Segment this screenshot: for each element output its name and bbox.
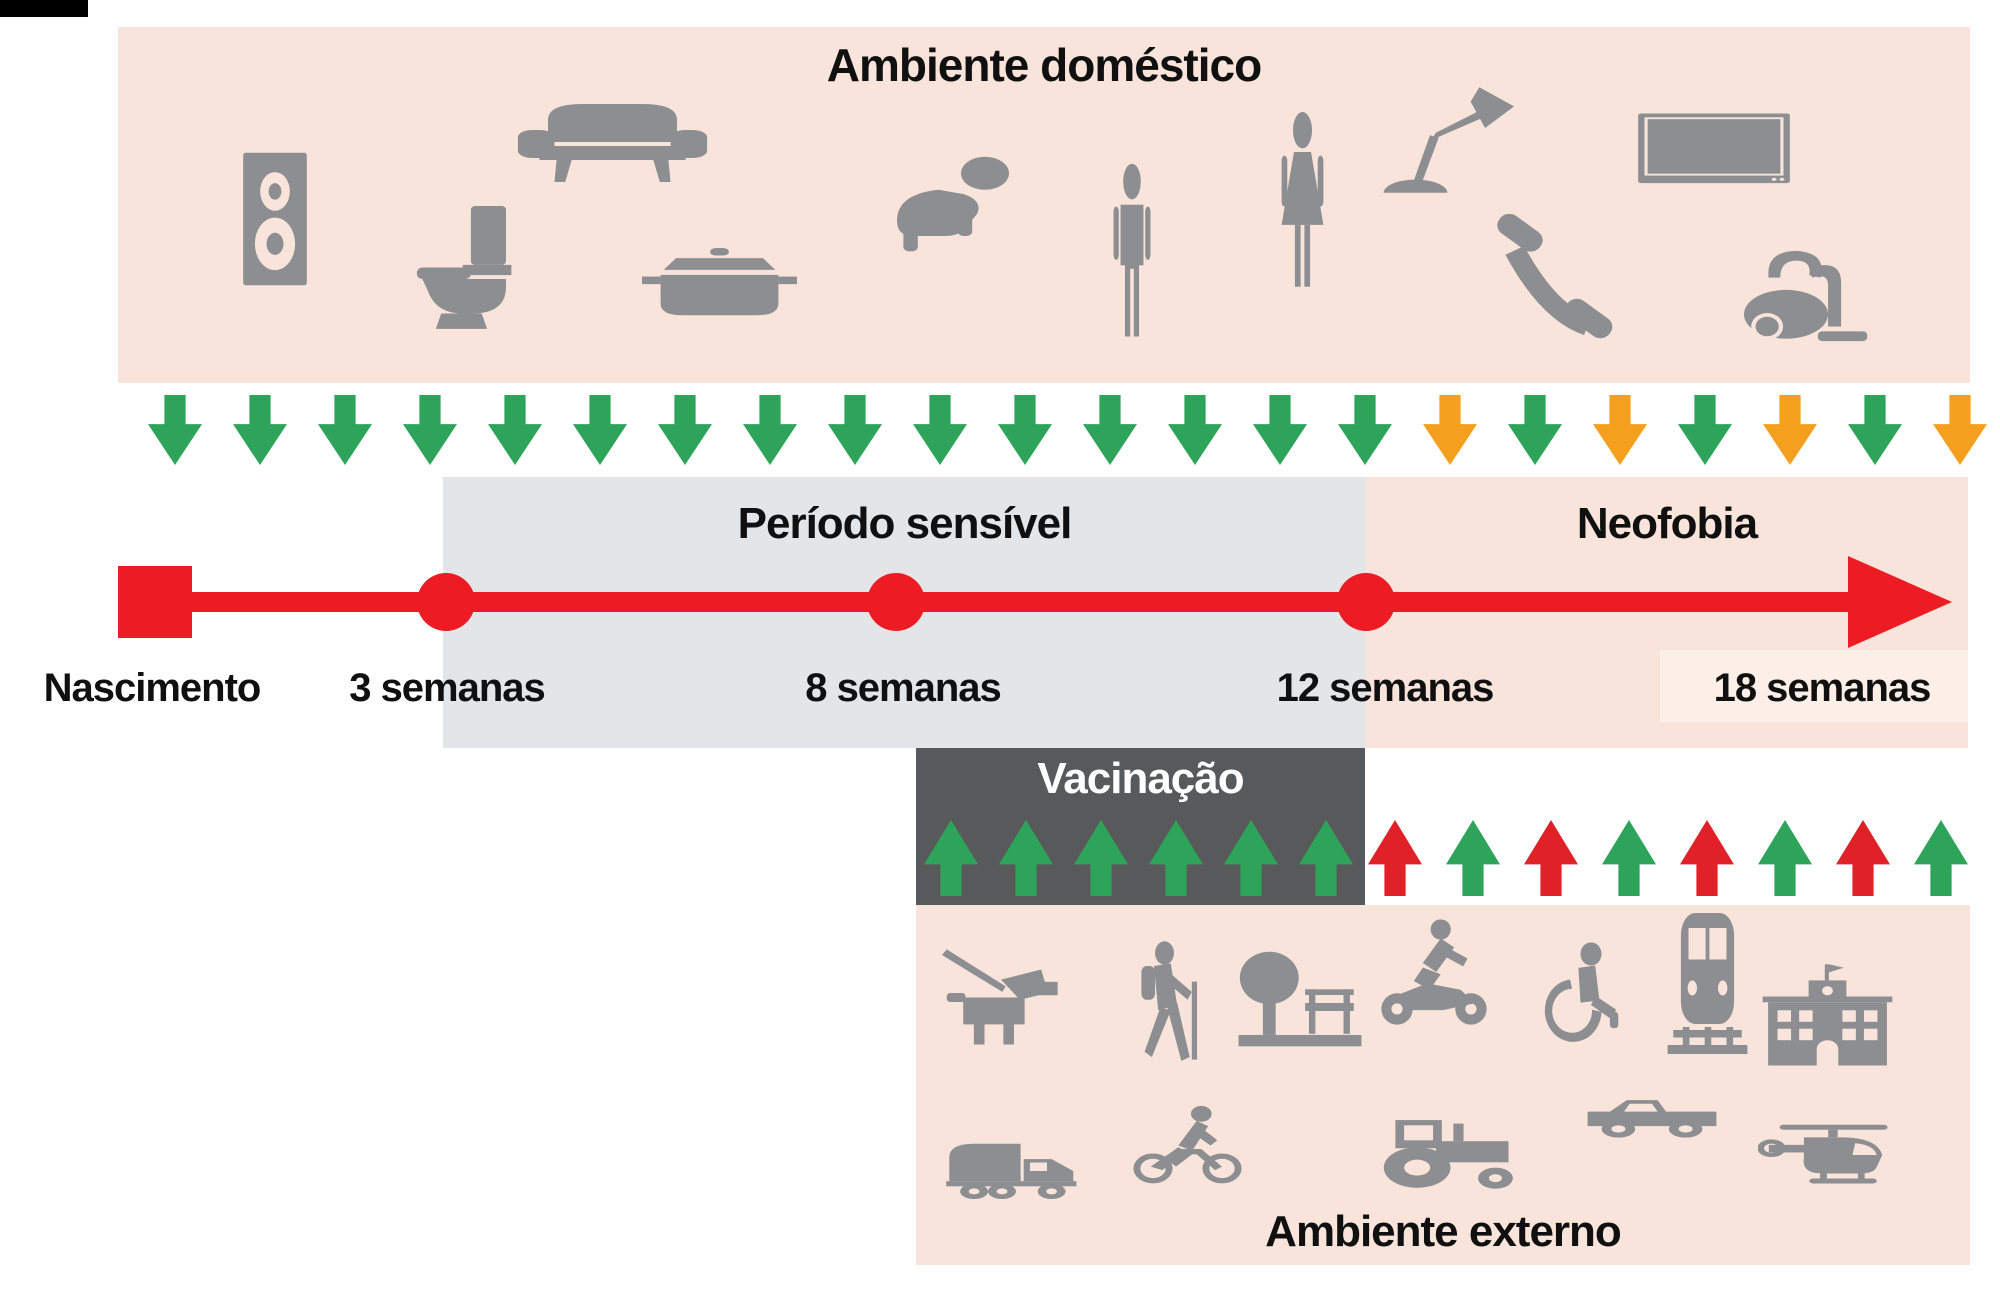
jeep-icon	[1582, 1080, 1722, 1152]
down-arrow-icon	[1508, 395, 1562, 465]
domestic-environment-title: Ambiente doméstico	[826, 39, 1262, 91]
down-arrow-icon	[1848, 395, 1902, 465]
man-icon	[1088, 162, 1176, 340]
cyclist-icon	[1130, 1098, 1245, 1186]
down-arrow-icon	[1678, 395, 1732, 465]
up-arrow-icon	[1074, 820, 1128, 896]
woman-icon	[1255, 112, 1350, 294]
timeline-arrowhead-icon	[1848, 556, 1952, 648]
vacuum-cleaner-icon	[1728, 224, 1873, 346]
black-corner-bar	[0, 0, 88, 17]
up-arrow-icon	[1602, 820, 1656, 896]
down-arrow-icon	[1423, 395, 1477, 465]
up-arrow-icon	[924, 820, 978, 896]
down-arrow-icon	[1253, 395, 1307, 465]
desk-lamp-icon	[1372, 80, 1517, 200]
vaccination-title: Vacinação	[1037, 754, 1244, 803]
hiker-icon	[1112, 940, 1217, 1070]
school-building-icon	[1760, 962, 1895, 1077]
down-arrow-icon	[1933, 395, 1987, 465]
timeline-label: 18 semanas	[1713, 666, 1932, 710]
television-icon	[1635, 106, 1793, 200]
down-arrow-icon	[913, 395, 967, 465]
timeline-milestone-dot	[417, 573, 475, 631]
up-arrow-icon	[1299, 820, 1353, 896]
sensitive-period-title: Período sensível	[737, 499, 1073, 548]
up-arrow-icon	[999, 820, 1053, 896]
timeline-label: 12 semanas	[1276, 666, 1495, 710]
down-arrow-icon	[403, 395, 457, 465]
speaker-icon	[222, 150, 328, 288]
neophobia-light-band	[1660, 650, 1968, 722]
down-arrow-icon	[488, 395, 542, 465]
down-arrow-icon	[1763, 395, 1817, 465]
external-environment-title: Ambiente externo	[1265, 1207, 1622, 1256]
down-arrow-icon	[1168, 395, 1222, 465]
external-environment-box	[916, 905, 1970, 1265]
neophobia-title: Neofobia	[1576, 499, 1758, 548]
cooking-pot-icon	[642, 248, 797, 332]
up-arrow-icon	[1368, 820, 1422, 896]
up-arrow-icon	[1680, 820, 1734, 896]
timeline-milestone-dot	[867, 573, 925, 631]
up-arrow-icon	[1836, 820, 1890, 896]
wheelchair-user-icon	[1528, 940, 1633, 1056]
tractor-icon	[1378, 1106, 1523, 1194]
down-arrow-icon	[318, 395, 372, 465]
domestic-environment-box	[118, 27, 1970, 383]
down-arrow-icon	[1338, 395, 1392, 465]
up-arrow-icon	[1149, 820, 1203, 896]
helicopter-icon	[1758, 1118, 1893, 1202]
up-arrow-icon	[1446, 820, 1500, 896]
toilet-icon	[398, 206, 533, 334]
down-arrow-icon	[1593, 395, 1647, 465]
timeline-line	[150, 592, 1860, 612]
train-icon	[1660, 910, 1755, 1060]
down-arrow-icon	[233, 395, 287, 465]
timeline-milestone-dot	[1337, 573, 1395, 631]
down-arrow-icon	[573, 395, 627, 465]
down-arrow-icon	[743, 395, 797, 465]
crawling-baby-icon	[865, 148, 1025, 258]
motocross-rider-icon	[1378, 916, 1490, 1028]
up-arrow-icon	[1758, 820, 1812, 896]
garbage-truck-icon	[940, 1120, 1095, 1205]
up-arrow-icon	[1224, 820, 1278, 896]
down-arrow-icon	[1083, 395, 1137, 465]
timeline-label: 8 semanas	[805, 666, 1002, 710]
down-arrow-icon	[148, 395, 202, 465]
down-arrow-icon	[828, 395, 882, 465]
down-arrow-icon	[998, 395, 1052, 465]
timeline-label: Nascimento	[43, 666, 262, 710]
up-arrow-icon	[1524, 820, 1578, 896]
sofa-icon	[505, 96, 720, 196]
park-tree-bench-icon	[1236, 946, 1364, 1060]
telephone-icon	[1484, 214, 1624, 344]
vaccination-box	[916, 748, 1365, 905]
dog-on-leash-icon	[942, 946, 1060, 1058]
timeline-label: 3 semanas	[349, 666, 546, 710]
down-arrow-icon	[658, 395, 712, 465]
up-arrow-icon	[1914, 820, 1968, 896]
